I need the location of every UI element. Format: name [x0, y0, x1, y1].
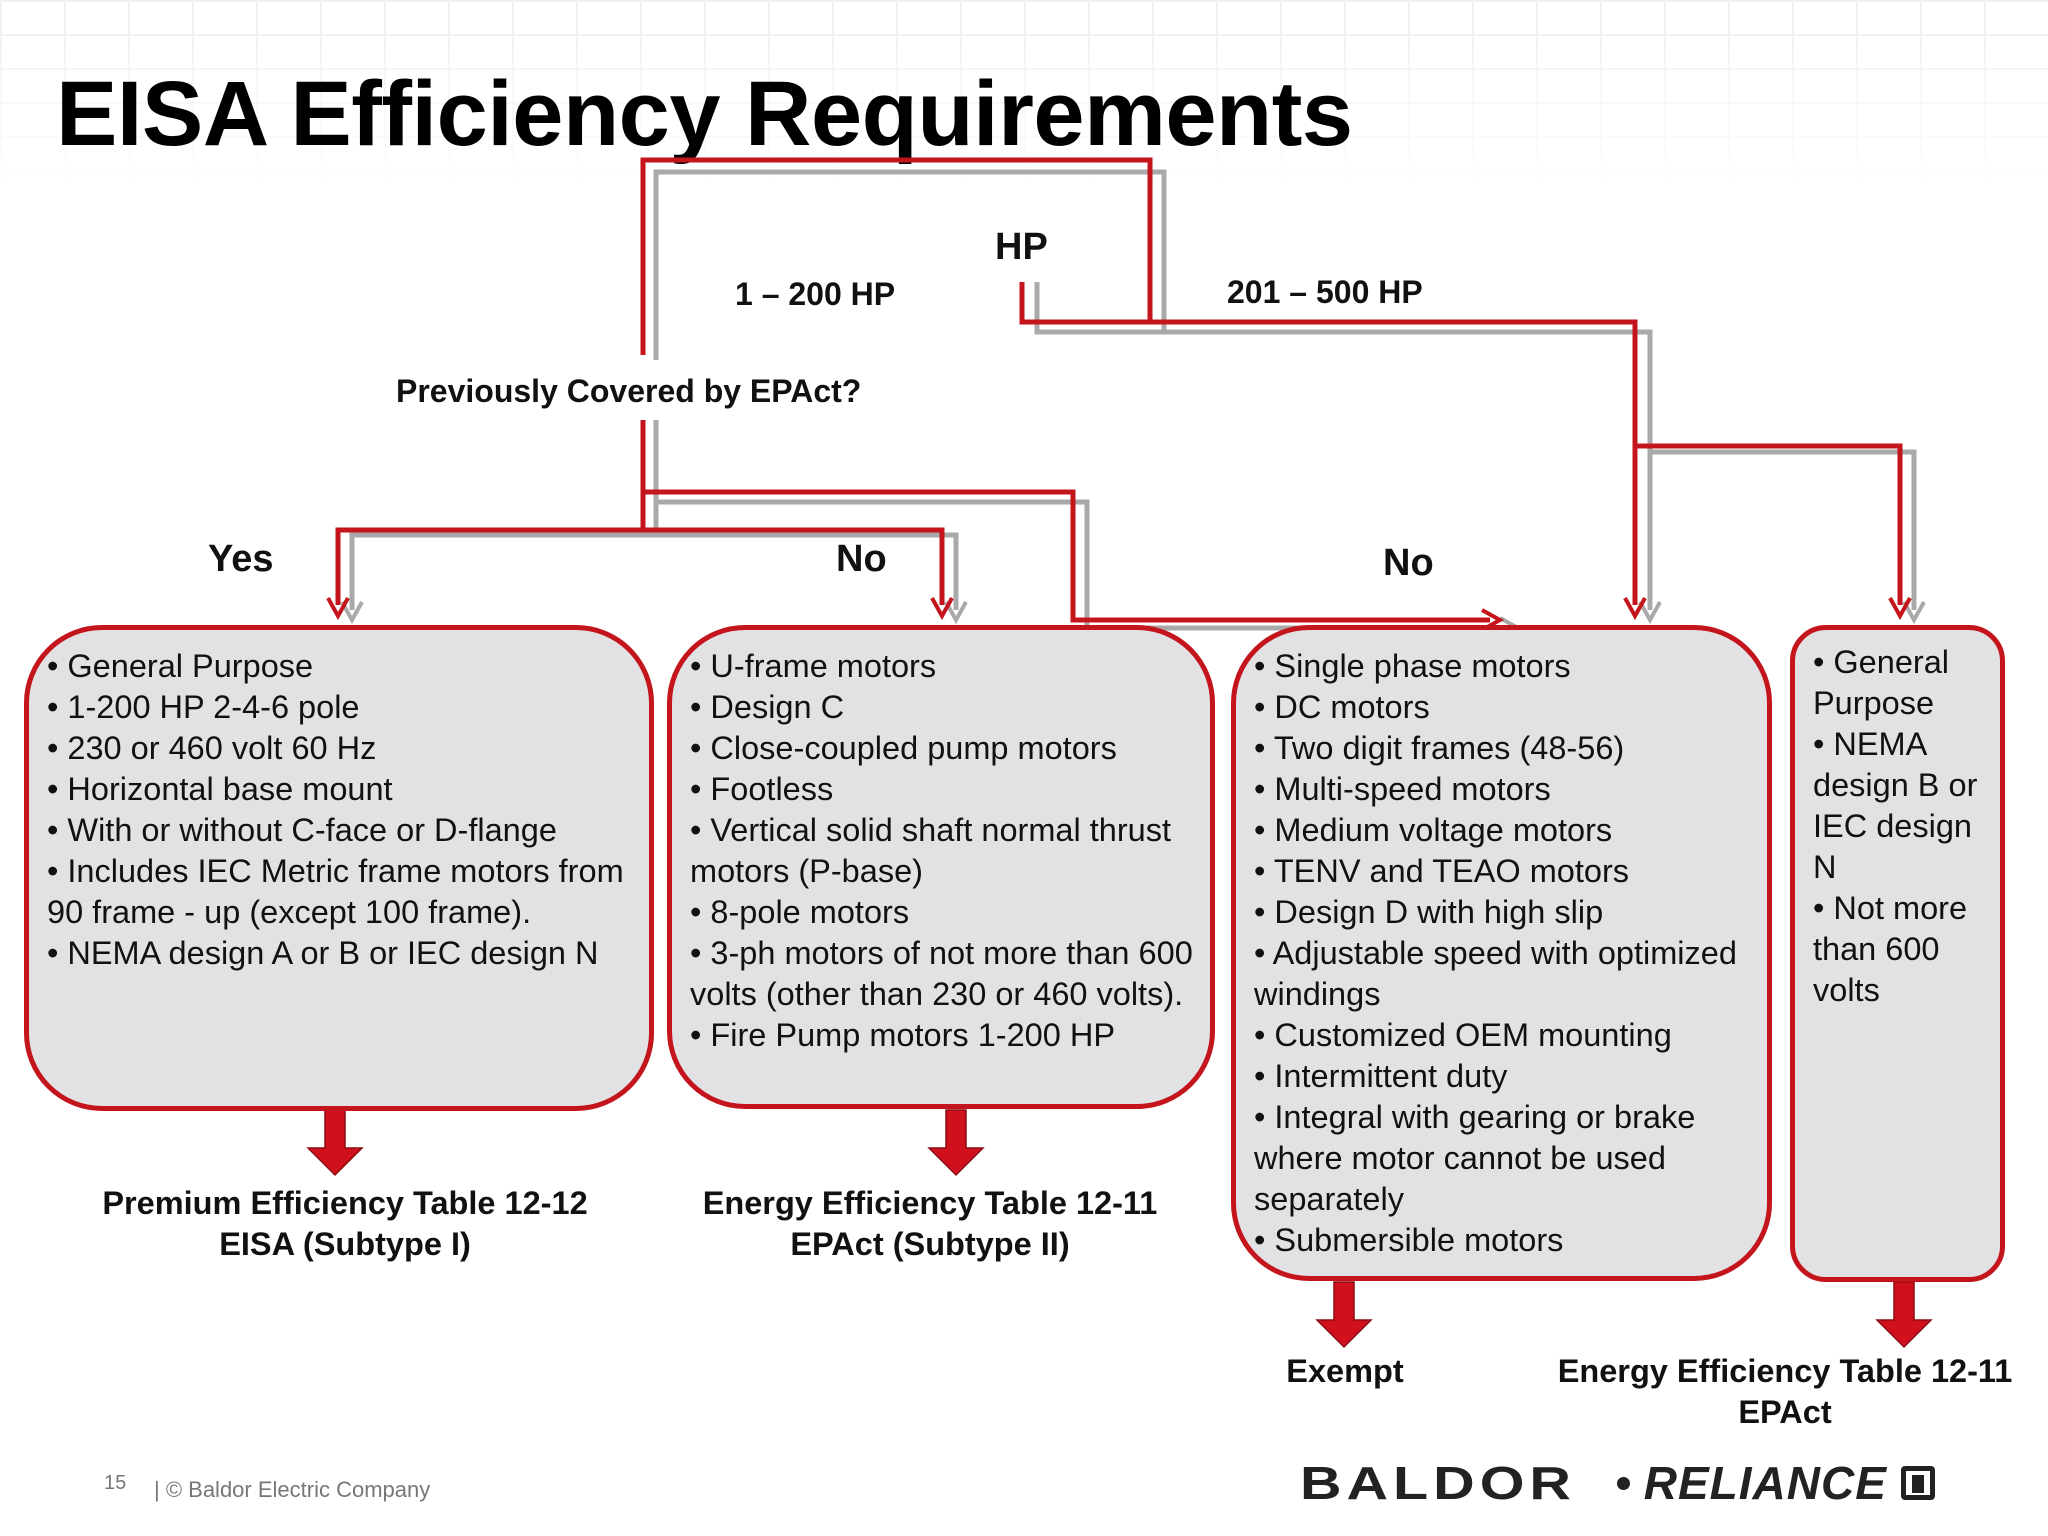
subtype-ii-criteria-box: • U-frame motors • Design C • Close-coup…: [667, 625, 1215, 1109]
footer-copyright: | © Baldor Electric Company: [154, 1477, 431, 1502]
connector-right-split: [1635, 443, 1903, 605]
list-item: • Submersible motors: [1254, 1222, 1564, 1258]
logo-separator-dot: [1616, 1476, 1630, 1490]
hp-label: HP: [995, 226, 1048, 268]
outcome-energy-efficiency-subtype-ii: Energy Efficiency Table 12-11 EPAct (Sub…: [660, 1183, 1200, 1265]
arrowhead-box-3-top: [1623, 597, 1647, 621]
list-item: • Vertical solid shaft normal thrust mot…: [690, 812, 1172, 889]
list-item: • Not more than 600 volts: [1813, 890, 1968, 1008]
reliance-mark-icon: [1900, 1466, 1935, 1500]
logo-baldor-text: BALDOR: [1300, 1457, 1576, 1509]
list-item: • Fire Pump motors 1-200 HP: [690, 1017, 1115, 1053]
connector-hp-low: [640, 157, 1153, 355]
range-low-label: 1 – 200 HP: [735, 276, 896, 312]
arrowhead-box-4: [1888, 597, 1912, 621]
yes-label: Yes: [208, 538, 274, 580]
outcome-premium-efficiency: Premium Efficiency Table 12-12 EISA (Sub…: [60, 1183, 630, 1265]
no-middle-label: No: [836, 538, 887, 580]
epact-question: Previously Covered by EPAct?: [396, 373, 862, 409]
outcome-line: Exempt: [1286, 1353, 1404, 1389]
arrowhead-box-1: [326, 597, 350, 621]
logo-reliance-text: RELIANCE: [1643, 1457, 1887, 1509]
outcome-line: Premium Efficiency Table 12-12: [102, 1185, 588, 1221]
connector-no-middle: [643, 527, 945, 605]
list-item: • Adjustable speed with optimized windin…: [1254, 935, 1737, 1012]
list-item: • Horizontal base mount: [47, 771, 393, 807]
list-item: • Integral with gearing or brake where m…: [1254, 1099, 1696, 1217]
outcome-exempt: Exempt: [1230, 1351, 1460, 1392]
range-high-label: 201 – 500 HP: [1227, 274, 1423, 310]
list-item: • Design C: [690, 689, 845, 725]
connector-hp-high: [1022, 319, 1638, 605]
list-item: • TENV and TEAO motors: [1254, 853, 1630, 889]
list-item: • Design D with high slip: [1254, 894, 1604, 930]
list-item: • Two digit frames (48-56): [1254, 730, 1625, 766]
outcome-line: Energy Efficiency Table 12-11: [702, 1185, 1158, 1221]
list-item: • With or without C-face or D-flange: [47, 812, 557, 848]
connector-shadow-no-right: [656, 499, 1510, 631]
list-item: • Footless: [690, 771, 834, 807]
list-item: • 3-ph motors of not more than 600 volts…: [690, 935, 1193, 1012]
outcome-line: EISA (Subtype I): [219, 1226, 471, 1262]
list-item: • Medium voltage motors: [1254, 812, 1613, 848]
arrowheads: [326, 597, 1912, 632]
list-item: • Close-coupled pump motors: [690, 730, 1117, 766]
list-item: • 1-200 HP 2-4-6 pole: [47, 689, 360, 725]
connector-lines: [335, 157, 1903, 623]
list-item: • Includes IEC Metric frame motors from …: [47, 853, 624, 930]
connector-shadow-no-middle: [656, 532, 959, 610]
subtype-i-criteria-box: • General Purpose • 1-200 HP 2-4-6 pole …: [24, 625, 654, 1111]
exempt-criteria-box: • Single phase motors • DC motors • Two …: [1231, 625, 1772, 1281]
list-item: • NEMA design B or IEC design N: [1813, 726, 1978, 885]
list-item: • Single phase motors: [1254, 648, 1571, 684]
outcome-line: EPAct: [1738, 1394, 1832, 1430]
arrowhead-box-2: [930, 597, 954, 621]
down-arrow-box-1: [306, 1109, 364, 1177]
connector-no-right: [643, 489, 1490, 623]
list-item: • General Purpose: [47, 648, 314, 684]
list-item: • Multi-speed motors: [1254, 771, 1551, 807]
list-item: • DC motors: [1254, 689, 1430, 725]
down-arrows: [306, 1109, 1933, 1349]
connector-shadow-hp-high: [1037, 329, 1653, 610]
list-item: • Intermittent duty: [1254, 1058, 1508, 1094]
down-arrow-box-4: [1875, 1281, 1933, 1349]
connector-shadow-right-split: [1650, 449, 1917, 610]
high-hp-criteria-box: • General Purpose • NEMA design B or IEC…: [1790, 625, 2005, 1282]
connector-shadow-yes: [349, 532, 656, 610]
outcome-line: Energy Efficiency Table 12-11: [1557, 1353, 2013, 1389]
list-item: • U-frame motors: [690, 648, 937, 684]
page-number: 15: [104, 1472, 127, 1494]
page-title: EISA Efficiency Requirements: [56, 63, 1353, 165]
list-item: • Customized OEM mounting: [1254, 1017, 1672, 1053]
list-item: • General Purpose: [1813, 644, 1950, 721]
no-right-label: No: [1383, 542, 1434, 584]
connector-yes: [335, 527, 643, 605]
outcome-energy-efficiency-epact: Energy Efficiency Table 12-11 EPAct: [1525, 1351, 2045, 1433]
down-arrow-box-2: [927, 1109, 985, 1177]
outcome-line: EPAct (Subtype II): [790, 1226, 1070, 1262]
down-arrow-box-3: [1315, 1281, 1373, 1349]
list-item: • NEMA design A or B or IEC design N: [47, 935, 599, 971]
list-item: • 230 or 460 volt 60 Hz: [47, 730, 377, 766]
baldor-reliance-logo: BALDOR RELIANCE: [1300, 1457, 1935, 1509]
list-item: • 8-pole motors: [690, 894, 910, 930]
